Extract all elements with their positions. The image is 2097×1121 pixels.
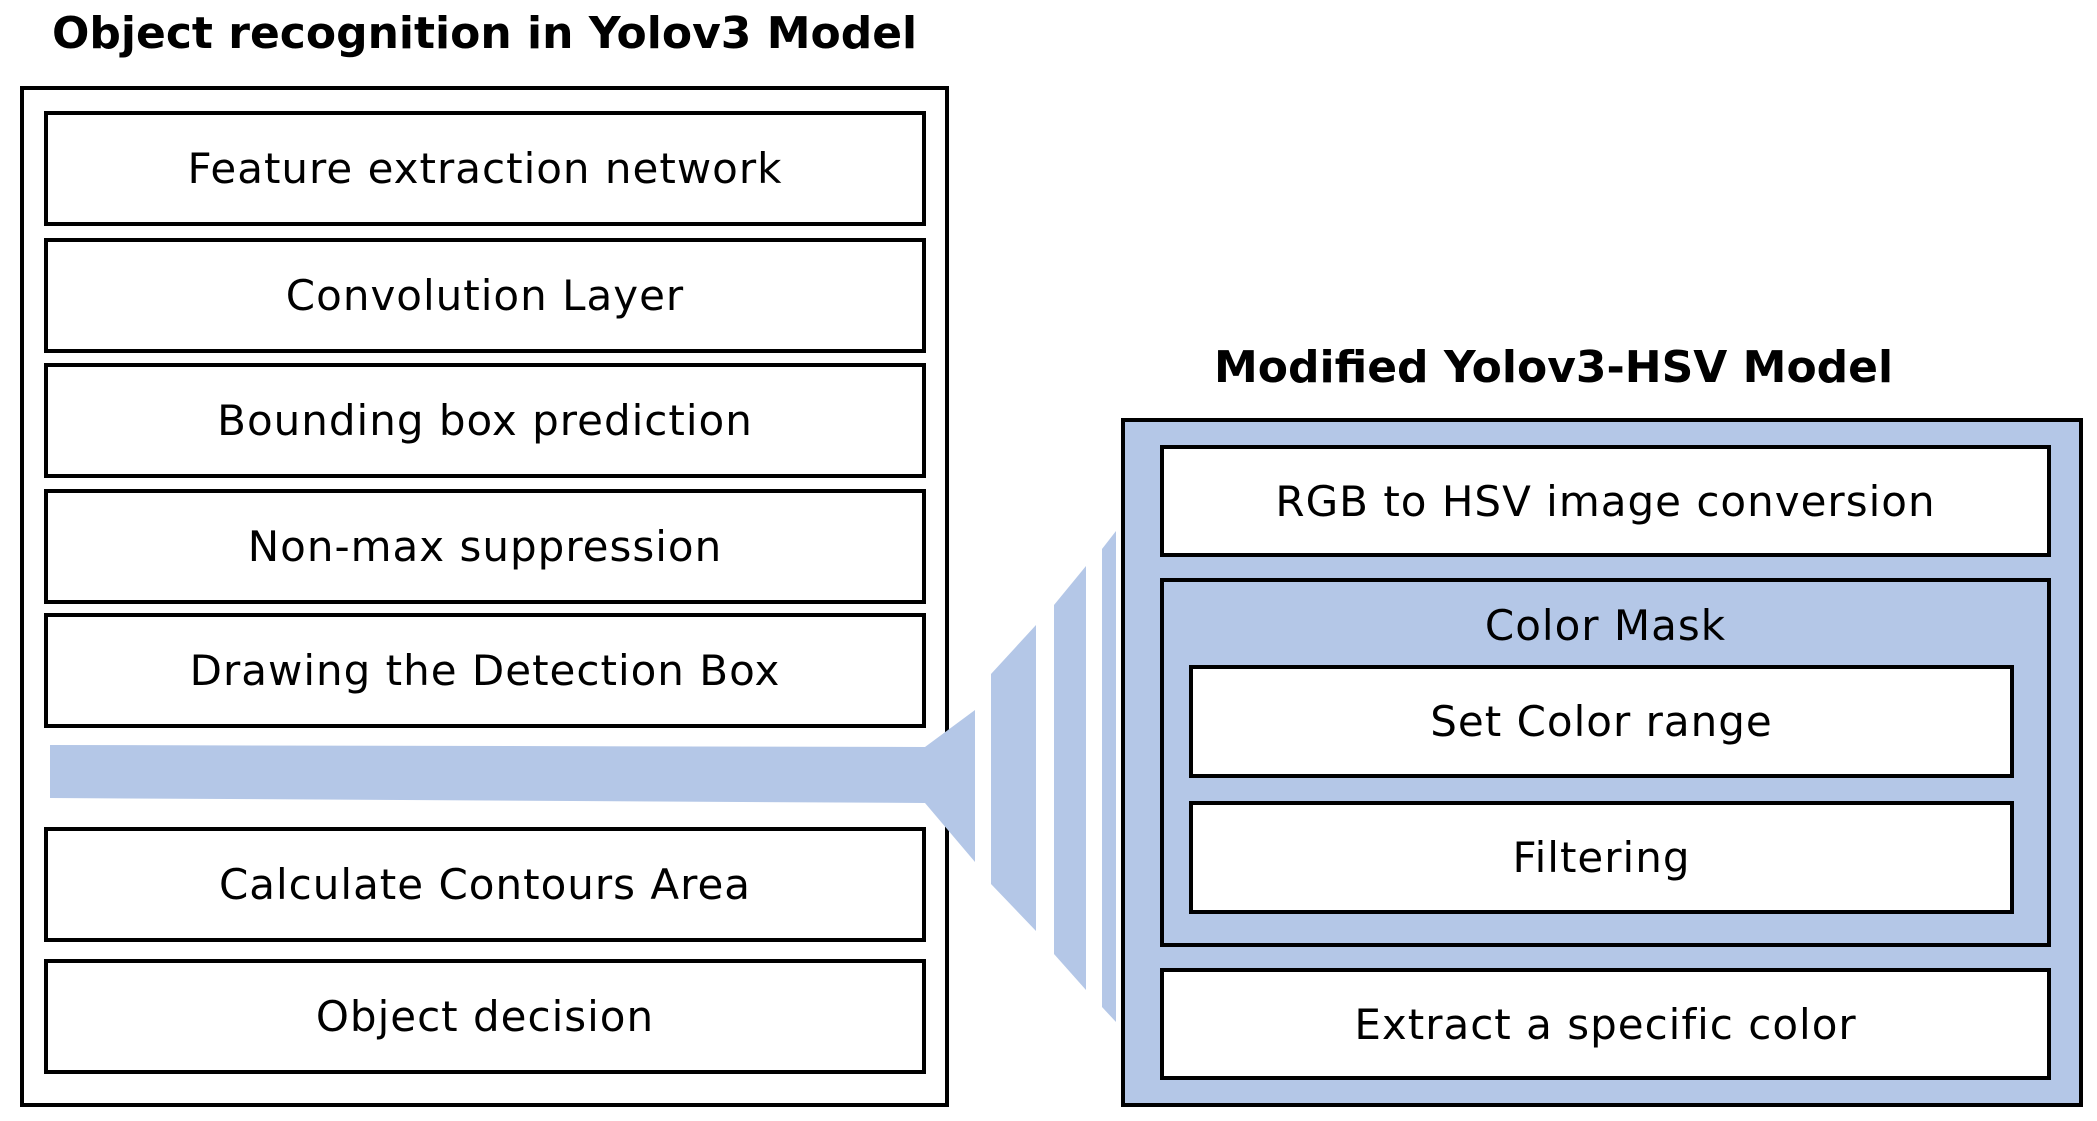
step-drawing-detection-box: Drawing the Detection Box bbox=[44, 613, 926, 728]
step-convolution-layer: Convolution Layer bbox=[44, 238, 926, 353]
step-calculate-contours-area: Calculate Contours Area bbox=[44, 827, 926, 942]
funnel-step-1 bbox=[991, 625, 1036, 931]
funnel-step-2 bbox=[1054, 566, 1086, 990]
step-feature-extraction: Feature extraction network bbox=[44, 111, 926, 226]
step-extract-specific-color: Extract a specific color bbox=[1160, 968, 2051, 1080]
step-set-color-range: Set Color range bbox=[1189, 665, 2014, 778]
insertion-band bbox=[50, 710, 975, 862]
funnel-step-3 bbox=[1102, 531, 1116, 1022]
step-filtering: Filtering bbox=[1189, 801, 2014, 914]
step-rgb-to-hsv: RGB to HSV image conversion bbox=[1160, 445, 2051, 557]
step-object-decision: Object decision bbox=[44, 959, 926, 1074]
color-mask-label: Color Mask bbox=[1484, 601, 1727, 650]
right-panel-title: Modified Yolov3-HSV Model bbox=[1214, 342, 1894, 393]
step-non-max-suppression: Non-max suppression bbox=[44, 489, 926, 604]
step-bounding-box-prediction: Bounding box prediction bbox=[44, 363, 926, 478]
left-panel-title: Object recognition in Yolov3 Model bbox=[52, 8, 918, 59]
